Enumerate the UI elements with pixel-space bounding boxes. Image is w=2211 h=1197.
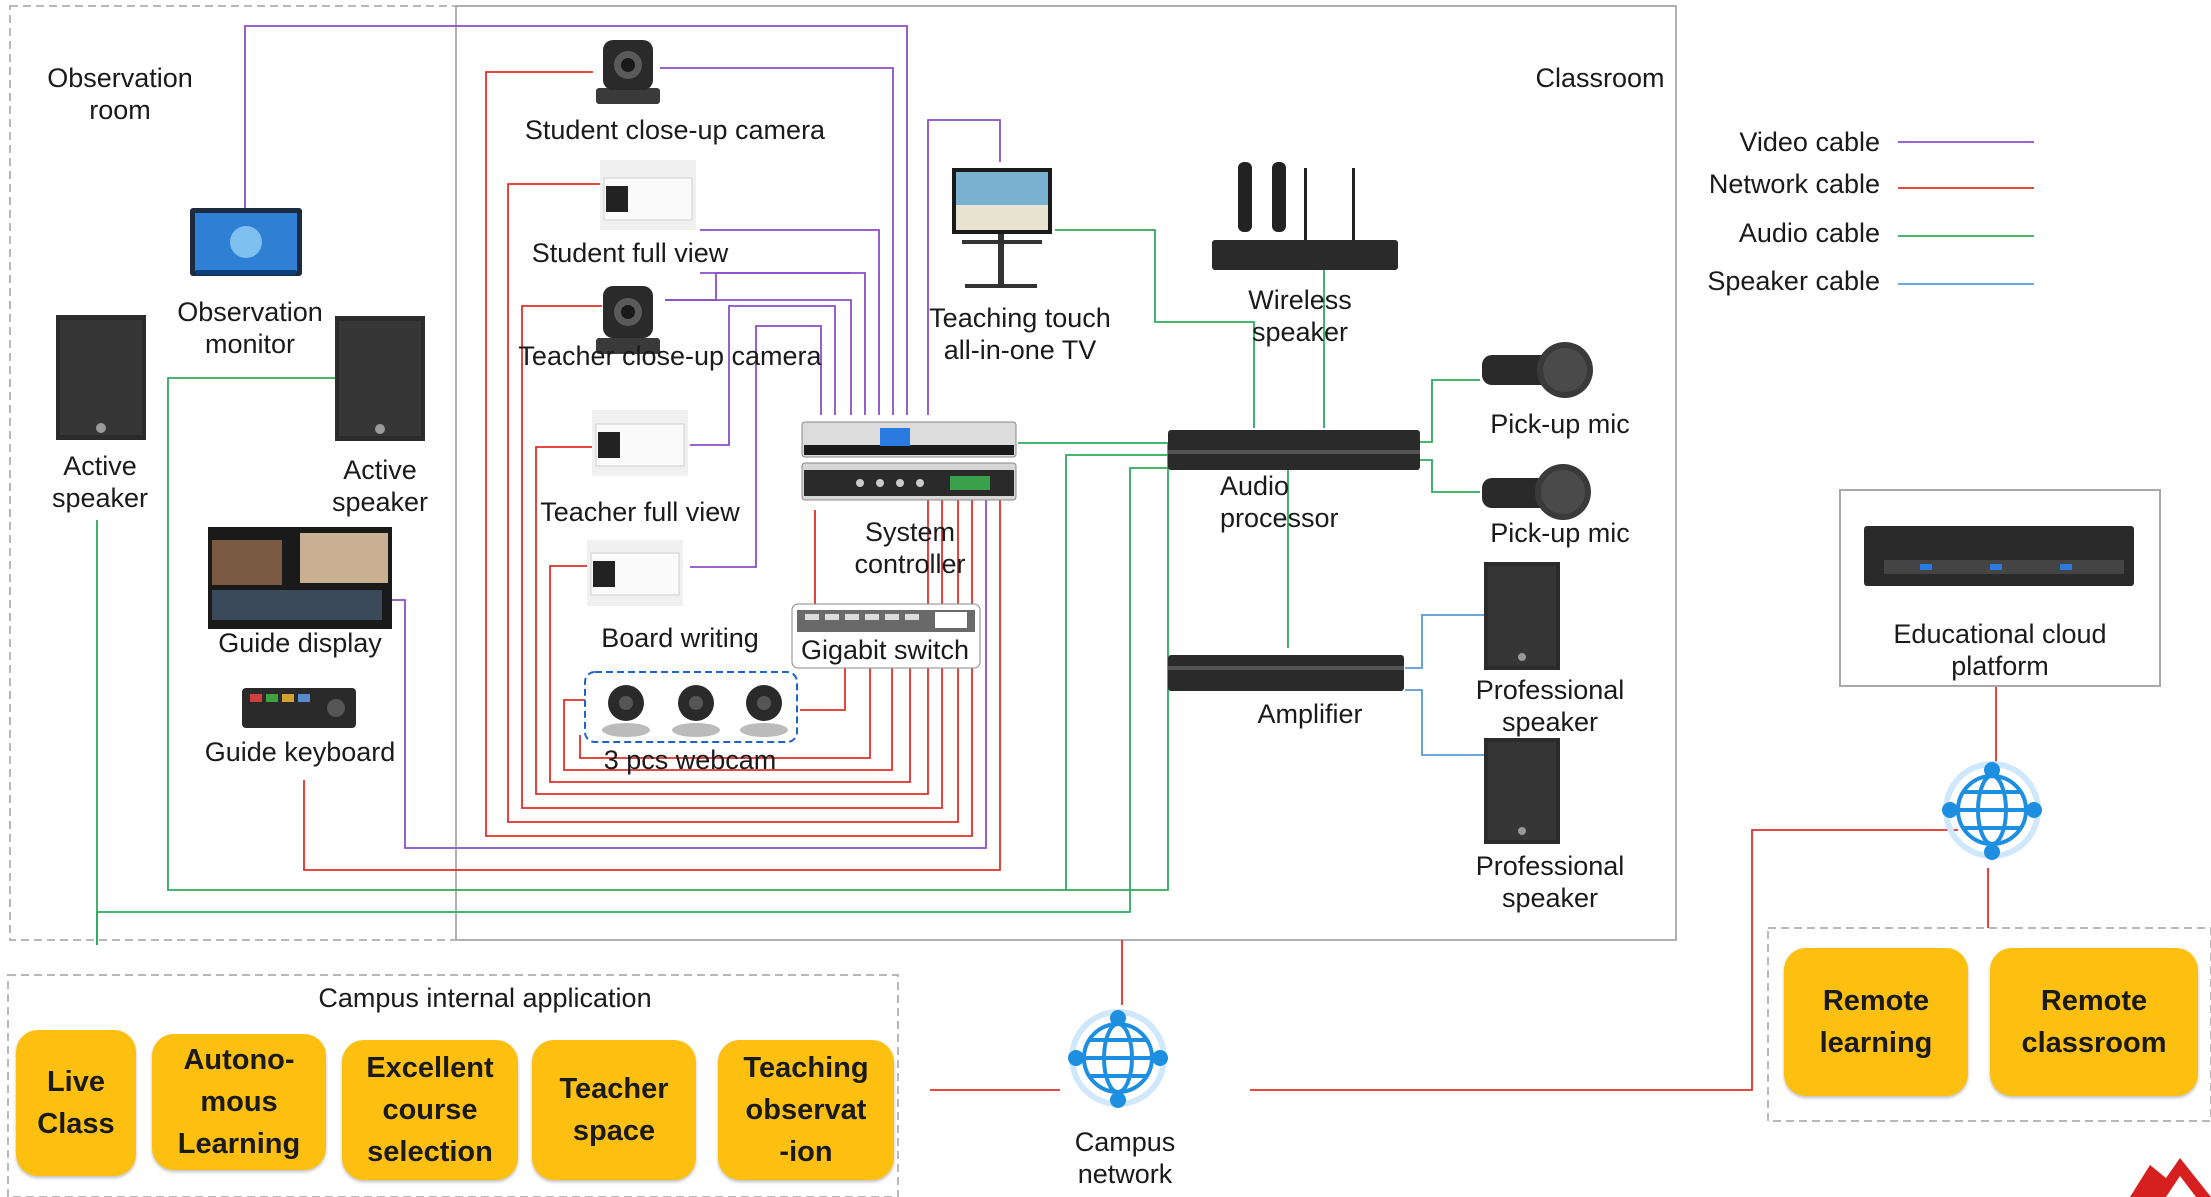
system-controller-icon — [801, 421, 1017, 501]
webcam-icons — [602, 685, 788, 737]
professional-speaker-2-icon — [1484, 738, 1560, 844]
video-cables — [244, 25, 1001, 849]
pickup-mic-2-icon — [1482, 464, 1591, 520]
wireless-speaker-label: Wireless speaker — [1248, 285, 1352, 347]
remote-frame — [1767, 927, 2211, 1122]
campus-internal-frame — [7, 974, 899, 1197]
active-speaker-right-icon — [335, 316, 425, 441]
teacher-closeup-camera-label: Teacher close-up camera — [518, 341, 822, 371]
app-teacher-space[interactable]: Teacher space — [532, 1040, 696, 1180]
app-live-class[interactable]: Live Class — [16, 1030, 136, 1176]
student-closeup-camera-icon — [596, 40, 660, 104]
cloud-platform-frame — [1839, 489, 2161, 687]
active-speaker-right-label: Active speaker — [331, 455, 429, 517]
amplifier-label: Amplifier — [1257, 699, 1363, 729]
gigabit-switch-icon — [791, 603, 981, 669]
gigabit-switch-label: Gigabit switch — [800, 635, 970, 665]
teaching-tv-label: Teaching touch all-in-one TV — [929, 303, 1111, 365]
legend-video-label: Video cable — [1739, 127, 1880, 157]
guide-display-label: Guide display — [218, 628, 382, 658]
amplifier-icon — [1168, 655, 1404, 691]
professional-speaker-2-label: Professional speaker — [1475, 851, 1625, 913]
student-full-view-icon — [600, 160, 696, 230]
observation-monitor-label: Observation monitor — [177, 297, 323, 359]
student-closeup-camera-label: Student close-up camera — [524, 115, 826, 145]
legend-speaker-label: Speaker cable — [1707, 266, 1880, 296]
teacher-full-view-icon — [592, 410, 688, 476]
teacher-full-view-label: Teacher full view — [540, 497, 740, 527]
network-cables — [303, 71, 1997, 1091]
active-speaker-left-label: Active speaker — [51, 451, 149, 513]
guide-keyboard-label: Guide keyboard — [204, 737, 396, 767]
audio-processor-icon — [1168, 430, 1420, 470]
legend-network-label: Network cable — [1708, 169, 1880, 199]
app-excellent-course-selection[interactable]: Excellent course selection — [342, 1040, 518, 1180]
audio-processor-label: Audio processor — [1220, 471, 1339, 533]
pickup-mic-1-label: Pick-up mic — [1490, 409, 1630, 439]
app-autonomous-learning[interactable]: Autono- mous Learning — [152, 1034, 326, 1170]
observation-room-title: Observation room — [47, 63, 193, 125]
campus-network-label: Campus network — [1074, 1127, 1176, 1189]
audio-cables — [96, 229, 1480, 945]
guide-display-icon — [208, 527, 392, 629]
student-full-view-label: Student full view — [531, 238, 729, 268]
app-teaching-observation[interactable]: Teaching observat -ion — [718, 1040, 894, 1180]
observation-monitor-icon — [190, 208, 302, 276]
board-writing-camera-icon — [587, 540, 683, 606]
teacher-closeup-camera-icon — [596, 286, 660, 354]
professional-speaker-1-label: Professional speaker — [1475, 675, 1625, 737]
guide-keyboard-icon — [242, 688, 356, 728]
professional-speaker-1-icon — [1484, 562, 1560, 670]
active-speaker-left-icon — [56, 315, 146, 440]
legend — [1898, 141, 2034, 285]
webcam-group-frame — [584, 671, 798, 743]
classroom-title: Classroom — [1535, 63, 1665, 93]
webcam-label: 3 pcs webcam — [603, 745, 777, 775]
board-writing-label: Board writing — [601, 623, 759, 653]
cloud-network-globe-icon — [1942, 761, 2042, 860]
cloud-platform-label: Educational cloud platform — [1893, 619, 2107, 681]
brand-logo-icon — [2130, 1158, 2211, 1197]
wireless-speaker-icon — [1212, 162, 1398, 270]
system-controller-label: System controller — [854, 517, 966, 579]
legend-audio-label: Audio cable — [1738, 218, 1880, 248]
pickup-mic-1-icon — [1482, 342, 1593, 398]
remote-classroom-box[interactable]: Remote classroom — [1990, 948, 2198, 1096]
classroom-frame — [455, 5, 1677, 941]
campus-internal-title: Campus internal application — [318, 983, 652, 1013]
remote-learning-box[interactable]: Remote learning — [1784, 948, 1968, 1096]
cloud-server-icon — [1864, 526, 2134, 586]
campus-network-globe-icon — [1068, 1009, 1168, 1108]
teaching-tv-icon — [952, 168, 1052, 288]
speaker-cables — [1405, 614, 1484, 756]
pickup-mic-2-label: Pick-up mic — [1490, 518, 1630, 548]
